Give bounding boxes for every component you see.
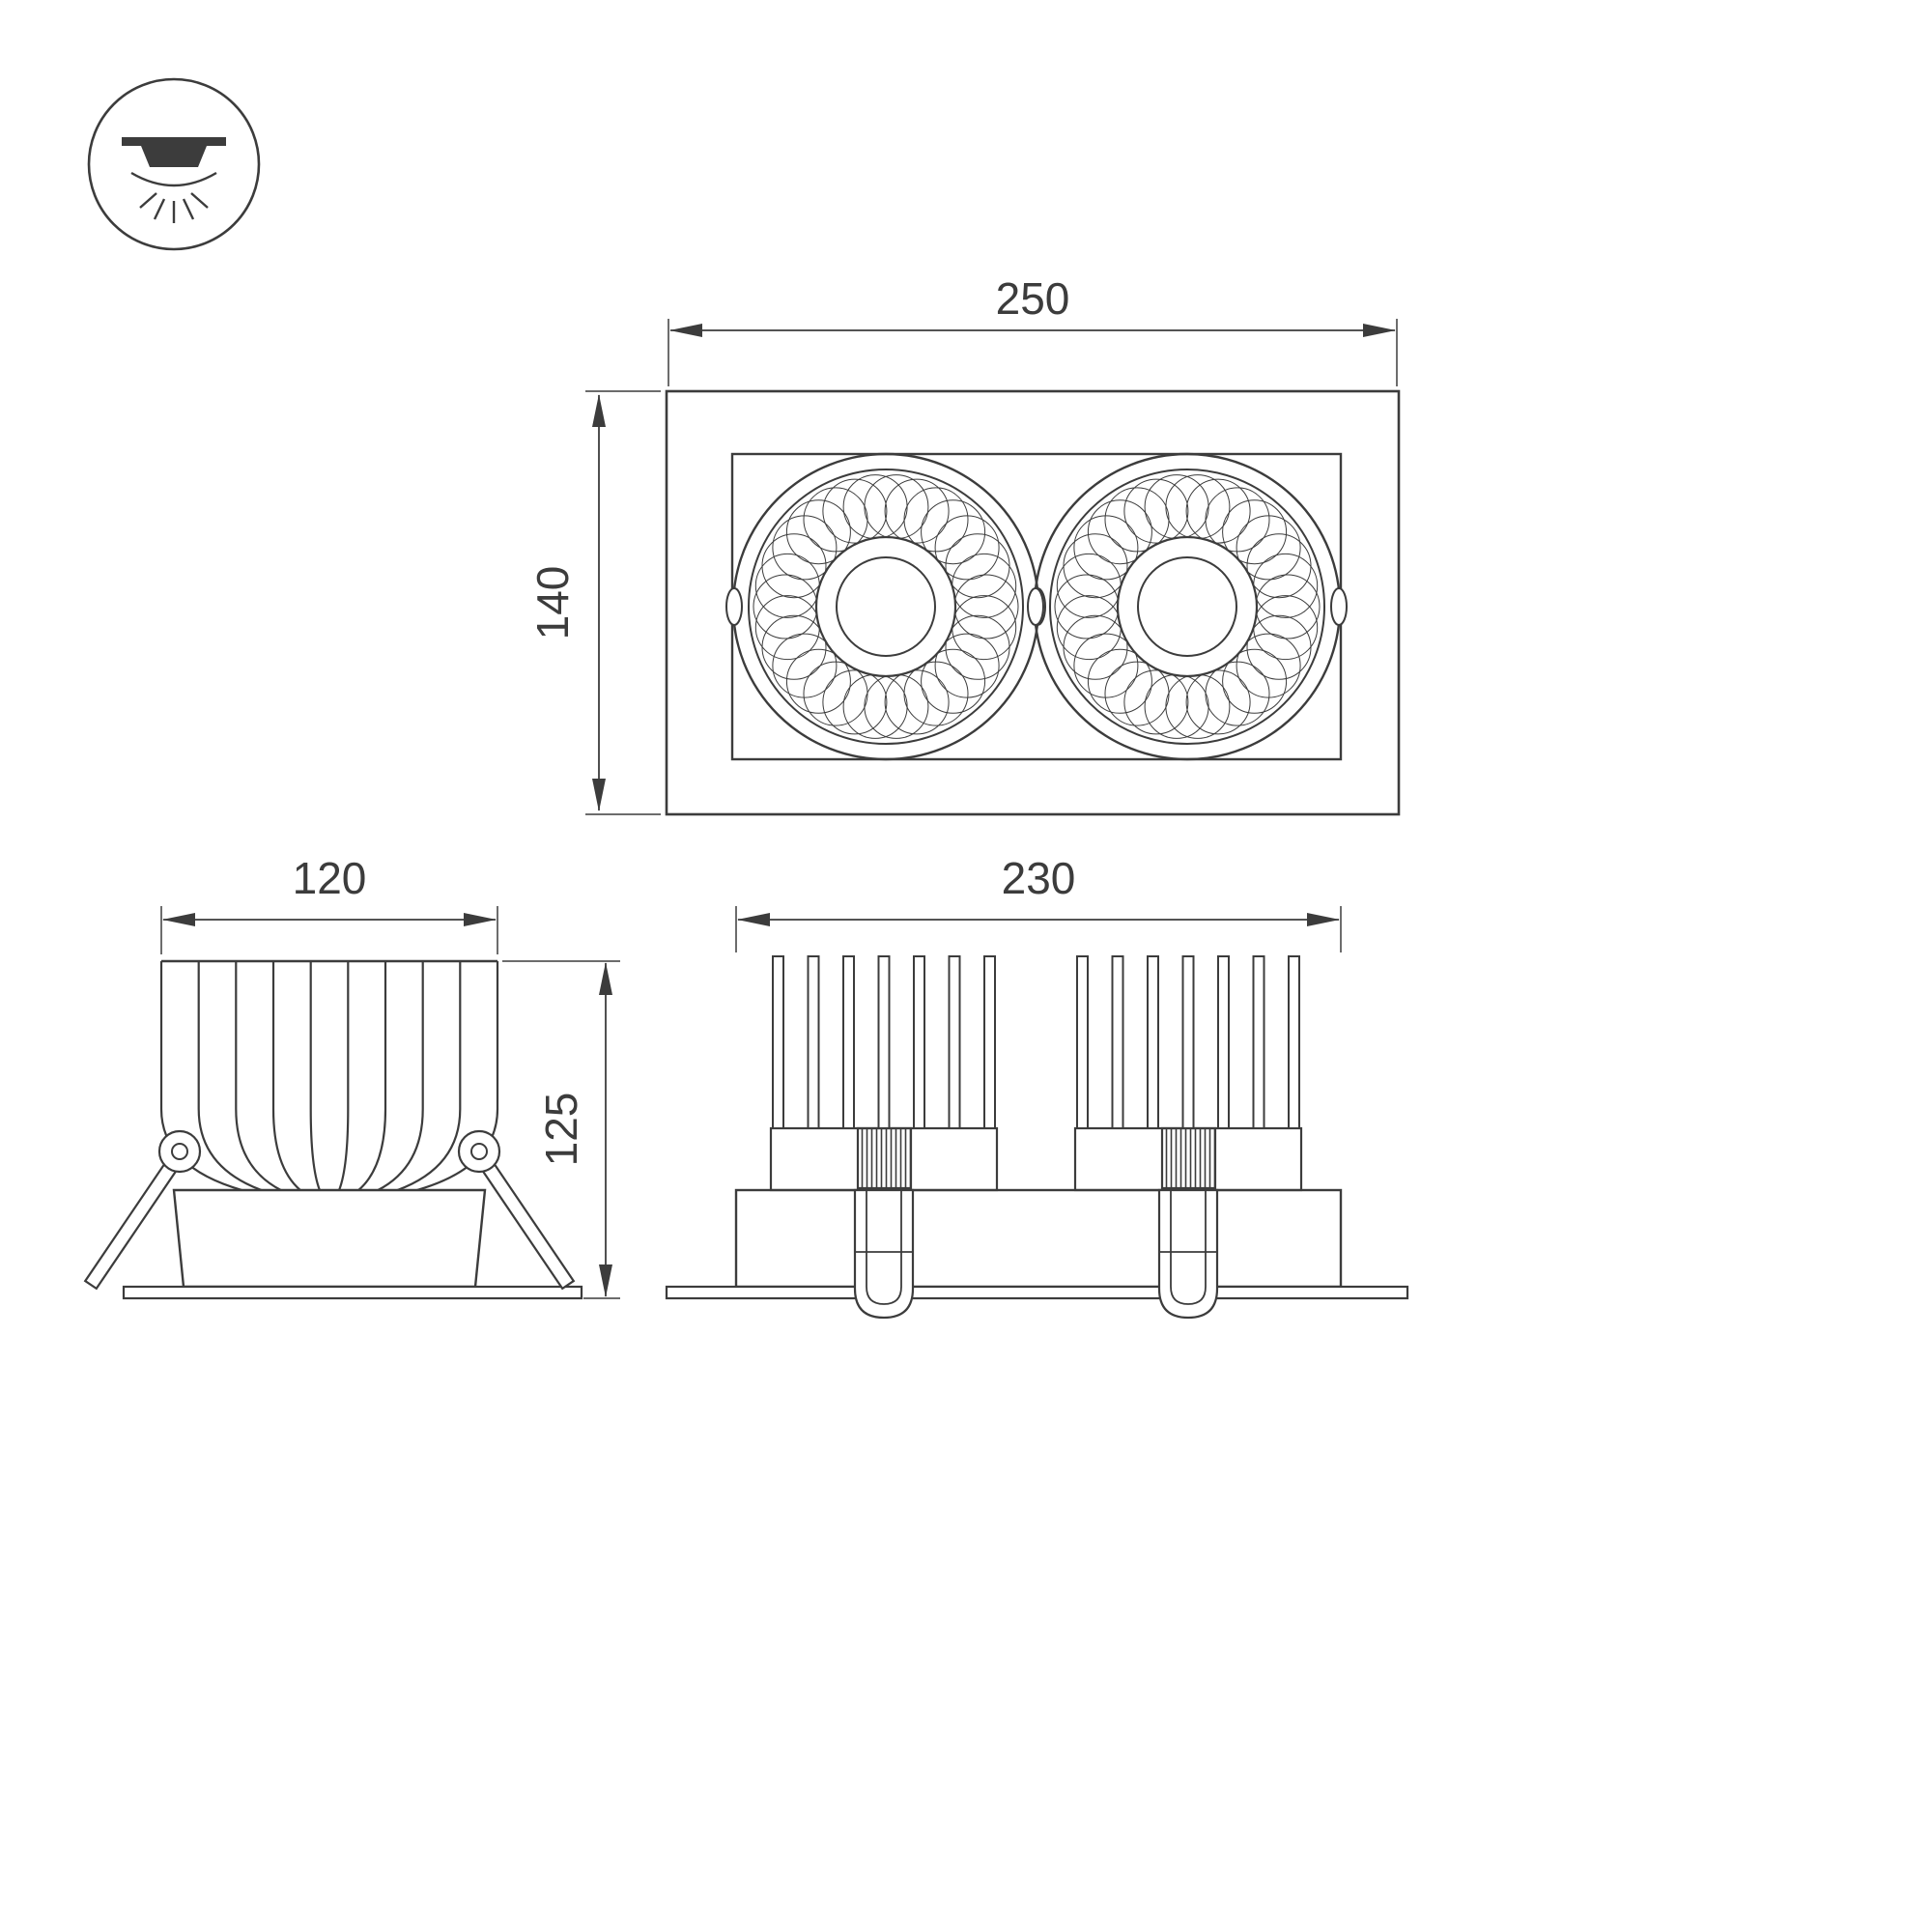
lens-mesh-circle xyxy=(1222,499,1288,565)
heatsink-fin xyxy=(1181,955,1195,1129)
heatsink-fin xyxy=(397,961,462,1192)
heatsink-fins-front xyxy=(772,955,1300,1129)
dim-label-width-side: 120 xyxy=(293,853,367,903)
heatsink-fin-profile xyxy=(159,961,499,1192)
dim-label-width-front: 230 xyxy=(1002,853,1076,903)
lens-mesh-circle xyxy=(1073,515,1139,581)
lens-mesh-circle xyxy=(1222,648,1288,714)
lens-mesh-circle xyxy=(921,499,986,565)
lens-mesh-circle xyxy=(1087,499,1152,565)
lens-mesh-circle xyxy=(1104,661,1170,726)
lens-right-ring2 xyxy=(1049,469,1325,745)
lens-mesh-circle xyxy=(1236,515,1301,581)
lamp-housing xyxy=(172,1188,487,1289)
lens-center-circle xyxy=(836,556,936,657)
clip-strap-outer xyxy=(1157,1188,1219,1320)
lens-mesh-circle xyxy=(803,661,868,726)
lens-mesh-circle xyxy=(772,633,838,698)
icon-lamp-body xyxy=(141,146,207,167)
lens-mesh-circle xyxy=(822,669,888,735)
heatsink-fin xyxy=(309,961,321,1191)
clip-strap-inner xyxy=(866,1190,902,1305)
fixture-base xyxy=(734,1188,1343,1289)
heatsink-fin xyxy=(377,961,424,1191)
heatsink-fin xyxy=(1076,955,1089,1129)
lens-mesh-circle xyxy=(1063,533,1128,599)
front-view xyxy=(665,955,1409,1320)
clip-spring-hatch xyxy=(856,1126,913,1190)
dim-label-height-top: 140 xyxy=(527,566,578,640)
lens-mesh-circle xyxy=(772,515,838,581)
lens-mesh-circle xyxy=(761,533,827,599)
lens-left-ring2 xyxy=(748,469,1024,745)
lens-mesh-circle xyxy=(1236,633,1301,698)
lens-mesh-circle xyxy=(945,614,1010,680)
lens-center-circle xyxy=(1137,556,1237,657)
heatsink-fin xyxy=(235,961,282,1191)
side-view xyxy=(83,959,583,1300)
dim-label-width-top: 250 xyxy=(996,273,1070,324)
lens-mesh-circle xyxy=(1185,478,1251,544)
top-view xyxy=(665,389,1401,816)
dimension-125: 125 xyxy=(502,960,620,1299)
clip-strap-outer xyxy=(853,1188,915,1320)
lens-mesh-circle xyxy=(1123,478,1189,544)
led-reflector-mesh xyxy=(753,474,1321,739)
clip-spring-hatch xyxy=(1160,1126,1217,1190)
lens-mesh-circle xyxy=(1205,487,1270,553)
heatsink-fin xyxy=(1147,955,1159,1129)
heatsink-fin xyxy=(338,961,350,1191)
heatsink-fin xyxy=(1252,955,1265,1129)
heatsink-fin xyxy=(948,955,961,1129)
mounting-clip-left xyxy=(853,1126,915,1320)
trim-flange-front xyxy=(665,1285,1409,1300)
mounting-clip-right xyxy=(1157,1126,1219,1320)
heatsink-fin xyxy=(1111,955,1124,1129)
lens-mesh-circle xyxy=(1246,614,1312,680)
dimension-250: 250 xyxy=(668,273,1398,386)
dimension-140: 140 xyxy=(527,390,661,815)
trim-flange xyxy=(122,1285,583,1300)
heatsink-fin xyxy=(877,955,891,1129)
lens-mesh-circle xyxy=(1123,669,1189,735)
lens-mesh-circle xyxy=(934,515,1000,581)
lens-mesh-circle xyxy=(884,669,950,735)
lens-mesh-circle xyxy=(884,478,950,544)
clip-strap-inner xyxy=(1170,1190,1207,1305)
dim-label-height-side: 125 xyxy=(536,1093,586,1167)
heatsink-fin xyxy=(772,955,784,1129)
icon-light-rays xyxy=(139,192,209,223)
heatsink-fin xyxy=(1288,955,1300,1129)
heatsink-fin xyxy=(983,955,996,1129)
recessed-downlight-icon xyxy=(87,77,261,251)
heatsink-fin xyxy=(913,955,925,1129)
heatsink-fin xyxy=(197,961,262,1192)
lens-mesh-circle xyxy=(1087,648,1152,714)
lens-mesh-circle xyxy=(785,499,851,565)
gimbal-pivots xyxy=(725,587,1348,626)
spring-clip-right xyxy=(479,1159,576,1291)
dimension-230: 230 xyxy=(735,853,1342,952)
lens-mesh-circle xyxy=(921,648,986,714)
clip-pivot-left-axle xyxy=(171,1143,188,1160)
lens-mesh-circle xyxy=(934,633,1000,698)
lens-mesh-circle xyxy=(1073,633,1139,698)
heatsink-fin xyxy=(842,955,855,1129)
lens-mesh-circle xyxy=(1185,669,1251,735)
heatsink-fin xyxy=(357,961,387,1191)
heatsink-fin xyxy=(807,955,820,1129)
clip-pivot-right-axle xyxy=(470,1143,488,1160)
icon-lens-arc xyxy=(130,171,217,187)
icon-circle xyxy=(87,77,261,251)
spring-clip-left xyxy=(83,1159,180,1291)
icon-ceiling-bar xyxy=(122,137,226,146)
lens-mesh-circle xyxy=(822,478,888,544)
lens-mesh-circle xyxy=(903,487,969,553)
heatsink-fin xyxy=(1217,955,1230,1129)
dimension-120: 120 xyxy=(160,853,498,954)
lens-mesh-circle xyxy=(785,648,851,714)
heatsink-fin xyxy=(271,961,301,1191)
